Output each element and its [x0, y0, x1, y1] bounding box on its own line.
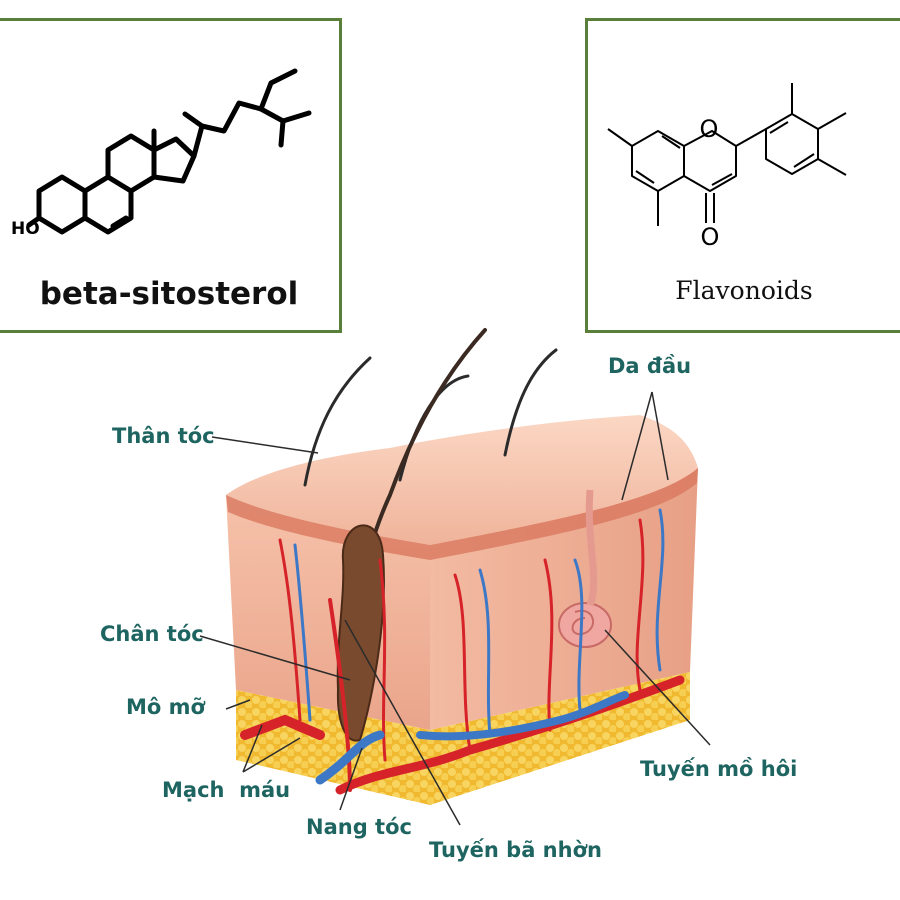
scalp-surface [226, 415, 698, 545]
label-sweat-gland: Tuyến mồ hôi [640, 757, 798, 781]
sweat-gland [558, 489, 612, 648]
label-hair-shaft: Thân tóc [112, 424, 215, 448]
label-blood-vessel: Mạch máu [162, 778, 291, 802]
veins [293, 508, 665, 785]
label-fat-tissue: Mô mỡ [126, 695, 205, 719]
hydroxyl-label: HO [11, 219, 40, 239]
beta-sitosterol-structure: HO [11, 68, 312, 239]
carbonyl-oxygen-label: O [701, 223, 720, 251]
beta-sitosterol-panel: HO beta-sitosterol [0, 18, 342, 333]
beta-sitosterol-caption: beta-sitosterol [39, 276, 299, 312]
flavonoids-panel: O O Flavonoids [585, 18, 900, 333]
hair-root [336, 524, 385, 742]
flavonoid-structure: O O [607, 83, 847, 251]
label-sebaceous-gland: Tuyến bã nhờn [429, 838, 602, 862]
ring-oxygen-label: O [700, 115, 719, 143]
label-hair-follicle: Nang tóc [306, 815, 412, 839]
flavonoids-caption: Flavonoids [675, 276, 813, 305]
label-scalp: Da đầu [608, 354, 692, 378]
label-hair-root: Chân tóc [100, 622, 204, 646]
arteries [240, 518, 685, 795]
leader-lines [199, 391, 711, 826]
